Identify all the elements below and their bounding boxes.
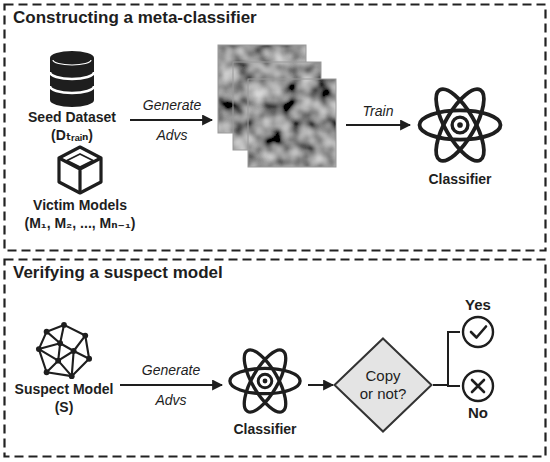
section-frame: Constructing a meta-classifierSeed Datas… <box>3 3 547 252</box>
node-label: Classifier <box>415 170 505 188</box>
arrow-label: Generate Advs <box>132 90 212 150</box>
result-text: Yes <box>465 296 491 314</box>
net-icon <box>35 322 93 380</box>
connector-arrow <box>308 384 333 386</box>
node-label: Suspect Model (S) <box>9 380 119 416</box>
section-frame: Verifying a suspect modelSuspect Model (… <box>3 258 547 458</box>
train-arrow <box>346 124 410 126</box>
generate-arrow <box>130 119 212 121</box>
db-icon <box>47 50 97 108</box>
result-mark: No <box>460 368 496 422</box>
atom-icon <box>226 342 304 420</box>
result-text: No <box>468 404 488 422</box>
classifier-node: Classifier <box>222 342 308 438</box>
model-node: Victim Models (M₁, M₂, ..., Mₙ₋₁) <box>18 144 142 232</box>
arrow-label: Train <box>348 102 408 120</box>
connector-arrow <box>433 385 460 386</box>
decision-diamond: Copy or not? <box>333 337 433 433</box>
decision-text: Copy or not? <box>359 367 408 403</box>
node-label: Classifier <box>222 420 308 438</box>
node-label: Victim Models (M₁, M₂, ..., Mₙ₋₁) <box>19 196 141 232</box>
section-heading: Constructing a meta-classifier <box>13 7 537 29</box>
atom-icon <box>415 80 505 170</box>
edge-label: Generate Advs <box>131 355 211 415</box>
adversarial-image-stack <box>218 45 336 167</box>
connector-arrow <box>433 332 460 385</box>
connector-arrow <box>120 384 222 386</box>
check-symbol <box>460 314 496 350</box>
section-heading: Verifying a suspect model <box>13 262 537 284</box>
cube-icon <box>55 144 105 196</box>
result-mark: Yes <box>460 296 496 350</box>
cross-symbol <box>460 368 496 404</box>
classifier-node: Classifier <box>415 80 505 188</box>
node-label: Seed Dataset (Dₜᵣₐᵢₙ) <box>22 108 122 144</box>
suspect-node: Suspect Model (S) <box>8 322 120 416</box>
dataset-node: Seed Dataset (Dₜᵣₐᵢₙ) <box>22 50 122 144</box>
